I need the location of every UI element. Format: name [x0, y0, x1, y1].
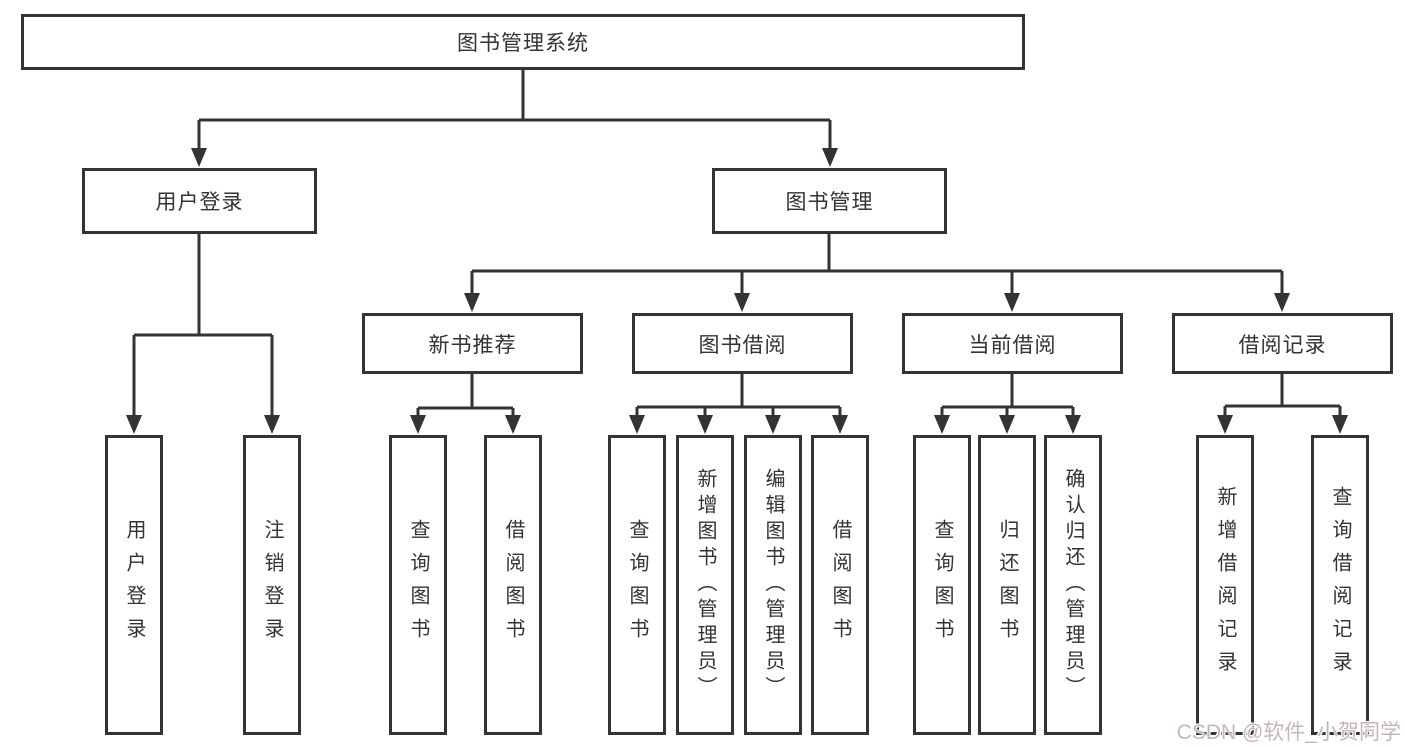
arrow-down-icon	[1065, 415, 1081, 434]
arrow-down-icon	[822, 148, 838, 167]
arrow-down-icon	[1004, 293, 1020, 312]
node-borrowing-records: 借阅记录	[1172, 313, 1393, 374]
arrow-down-icon	[1217, 415, 1233, 434]
arrow-down-icon	[765, 415, 781, 434]
connector-new-book-recommendation	[416, 374, 515, 427]
leaf-query-books-recommendation: 查询图书	[389, 435, 447, 735]
leaf-return-book: 归还图书	[978, 435, 1036, 735]
arrow-down-icon	[934, 415, 950, 434]
arrow-down-icon	[1274, 293, 1290, 312]
connector-user-login	[132, 234, 274, 427]
csdn-watermark: CSDN @软件_小贺同学	[1176, 721, 1401, 744]
leaf-label: 编辑图书（管理员）	[762, 468, 784, 702]
leaf-label: 确认归还（管理员）	[1062, 468, 1084, 702]
node-new-book-recommendation: 新书推荐	[362, 313, 583, 374]
node-root-label: 图书管理系统	[457, 32, 589, 55]
leaf-label: 新增借阅记录	[1214, 486, 1236, 684]
node-new-book-recommendation-label: 新书推荐	[428, 333, 517, 357]
leaf-borrow-books-recommendation: 借阅图书	[484, 435, 542, 735]
node-book-borrowing: 图书借阅	[632, 313, 853, 374]
node-user-login: 用户登录	[82, 168, 317, 234]
arrow-down-icon	[629, 415, 645, 434]
arrow-down-icon	[697, 415, 713, 434]
leaf-query-books-current: 查询图书	[913, 435, 971, 735]
arrow-down-icon	[264, 415, 280, 434]
leaf-label: 用户登录	[123, 519, 145, 651]
leaf-label: 查询图书	[931, 519, 953, 651]
leaf-logout: 注销登录	[243, 435, 301, 735]
connector-borrowing-records	[1223, 374, 1342, 427]
leaf-query-borrow-record: 查询借阅记录	[1311, 435, 1369, 735]
arrow-down-icon	[1332, 415, 1348, 434]
connector-book-management	[470, 234, 1284, 305]
node-book-management-label: 图书管理	[785, 191, 874, 214]
arrow-down-icon	[191, 148, 207, 167]
leaf-label: 查询借阅记录	[1329, 486, 1351, 684]
node-borrowing-records-label: 借阅记录	[1238, 333, 1327, 357]
arrow-down-icon	[999, 415, 1015, 434]
node-book-borrowing-label: 图书借阅	[698, 333, 787, 357]
leaf-label: 注销登录	[261, 519, 283, 651]
leaf-confirm-return-admin: 确认归还（管理员）	[1044, 435, 1102, 735]
leaf-user-login: 用户登录	[105, 435, 163, 735]
arrow-down-icon	[734, 293, 750, 312]
arrow-down-icon	[464, 293, 480, 312]
leaf-edit-book-admin: 编辑图书（管理员）	[744, 435, 802, 735]
connector-root	[197, 70, 832, 160]
leaf-query-books-borrowing: 查询图书	[608, 435, 666, 735]
node-current-borrowing: 当前借阅	[902, 313, 1123, 374]
leaf-add-book-admin: 新增图书（管理员）	[676, 435, 734, 735]
leaf-borrow-books: 借阅图书	[811, 435, 869, 735]
node-user-login-label: 用户登录	[155, 191, 244, 214]
arrow-down-icon	[410, 415, 426, 434]
leaf-label: 归还图书	[996, 519, 1018, 651]
node-book-management: 图书管理	[712, 168, 947, 234]
arrow-down-icon	[505, 415, 521, 434]
node-root: 图书管理系统	[21, 14, 1025, 70]
leaf-label: 查询图书	[626, 519, 648, 651]
leaf-label: 新增图书（管理员）	[694, 468, 716, 702]
arrowheads	[126, 148, 1348, 434]
leaf-label: 查询图书	[407, 519, 429, 651]
leaf-label: 借阅图书	[502, 519, 524, 651]
node-current-borrowing-label: 当前借阅	[968, 333, 1057, 357]
connector-book-borrowing	[635, 374, 842, 427]
arrow-down-icon	[832, 415, 848, 434]
leaf-add-borrow-record: 新增借阅记录	[1196, 435, 1254, 735]
arrow-down-icon	[126, 415, 142, 434]
leaf-label: 借阅图书	[829, 519, 851, 651]
